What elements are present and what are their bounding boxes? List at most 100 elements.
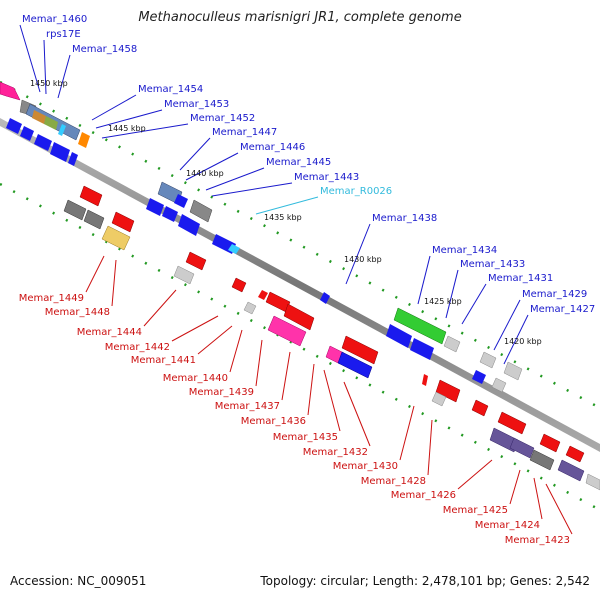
callout-line [427,419,433,476]
callout-line [445,269,459,319]
callout-line [85,255,105,293]
gene-label: Memar_1433 [460,259,525,270]
gene-label: Memar_1435 [273,432,338,443]
gene-block [443,335,461,353]
gene-block [146,198,164,216]
gene-block [529,449,555,471]
gene-label: Memar_1431 [488,273,553,284]
callout-line [95,109,163,129]
callout-line [101,123,189,139]
gene-block [410,338,434,360]
callout-line [179,137,211,171]
gene-block [503,361,523,381]
gene-label: Memar_1434 [432,245,497,256]
gene-block [83,209,105,230]
tick-label: 1420 kbp [504,337,542,346]
callout-line [399,405,415,461]
gene-label: Memar_1444 [77,327,142,338]
gene-block [491,377,507,393]
gene-block [231,277,247,293]
gene-label: Memar_1424 [475,520,540,531]
gene-block [101,225,131,251]
gene-label: Memar_1437 [215,401,280,412]
gene-label: rps17E [46,29,81,40]
gene-label: Memar_1454 [138,84,203,95]
gene-block [471,399,489,417]
gene-label: Memar_1427 [530,304,595,315]
tick-label: 1450 kbp [30,79,68,88]
tick-track [0,182,600,512]
gene-block [283,303,315,331]
gene-block [509,437,535,459]
gene-block [320,292,330,304]
callout-line [545,483,573,535]
gene-block [174,194,188,208]
gene-block [58,124,66,136]
gene-block [189,199,213,223]
gene-block [393,307,447,345]
gene-label: Memar_1453 [164,99,229,110]
callout-line [255,339,263,387]
callout-line [509,469,521,505]
callout-line [205,167,265,191]
callout-line [43,39,47,95]
callout-line [503,314,529,365]
callout-line [461,283,487,325]
accession-label: Accession: NC_009051 [10,574,147,588]
gene-label: Memar_1438 [372,213,437,224]
callout-line [19,24,41,93]
callout-line [211,182,293,197]
gene-block [472,370,486,384]
tick-label-group: 1450 kbp 1445 kbp 1440 kbp 1435 kbp 1430 kbp… [30,79,542,346]
gene-block [539,433,561,453]
callout-line [171,315,219,342]
gene-label: Memar_1445 [266,157,331,168]
genome-summary: Topology: circular; Length: 2,478,101 bp… [260,574,590,588]
callout-line [111,259,117,307]
gene-block [162,206,178,222]
gene-label: Memar_1428 [361,476,426,487]
gene-block [228,244,240,254]
tick-label: 1435 kbp [264,213,302,222]
gene-block [431,391,447,407]
gene-block [435,379,461,403]
gene-label: Memar_1458 [72,44,137,55]
gene-label: Memar_1440 [163,373,228,384]
gene-block [50,142,70,162]
gene-block [20,126,34,141]
gene-block [497,411,527,435]
gene-block-group [0,81,600,491]
gene-label: Memar_1460 [22,14,87,25]
tick-track [0,80,600,410]
callout-line [307,363,315,416]
gene-label: Memar_1425 [443,505,508,516]
gene-label: Memar_1423 [505,535,570,546]
tick-label: 1445 kbp [108,124,146,133]
gene-block [34,134,52,151]
gene-block [0,81,21,101]
tick-label: 1430 kbp [344,255,382,264]
gene-label: Memar_1452 [190,113,255,124]
gene-block [337,351,373,379]
callout-line [345,223,371,285]
gene-label: Memar_1443 [294,172,359,183]
callout-line [197,325,233,355]
gene-label: Memar_1436 [241,416,306,427]
gene-block [185,251,207,271]
gene-block [585,473,600,491]
gene-block [111,211,135,233]
tick-label: 1440 kbp [186,169,224,178]
gene-block [178,214,200,236]
gene-label: Memar_1441 [131,355,196,366]
gene-block [63,199,87,221]
callout-line [493,299,521,351]
callout-line [185,152,239,181]
gene-block [557,459,585,482]
gene-block [267,315,307,347]
gene-block [79,185,103,207]
gene-block [422,374,428,386]
callout-line [281,351,291,401]
callout-line [255,196,319,215]
gene-label: Memar_R0026 [320,186,392,197]
